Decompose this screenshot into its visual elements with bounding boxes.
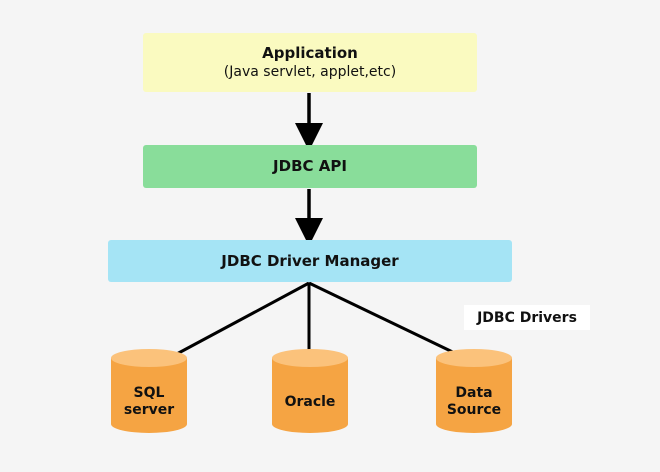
line-to-sql-server — [172, 281, 310, 358]
database-data-source: Data Source — [435, 348, 513, 434]
line-to-data-source — [308, 281, 462, 358]
database-label: Oracle — [284, 393, 336, 410]
database-sql-server: SQL server — [110, 348, 188, 434]
database-cylinder-icon — [111, 349, 187, 433]
driver-manager-box: JDBC Driver Manager — [108, 240, 512, 282]
jdbc-api-box: JDBC API — [143, 145, 477, 188]
database-label: Data Source — [446, 385, 502, 418]
database-cylinder-icon — [436, 349, 512, 433]
jdbc-drivers-label: JDBC Drivers — [464, 305, 590, 330]
database-label: SQL server — [123, 385, 175, 418]
application-box: Application (Java servlet, applet,etc) — [143, 33, 477, 92]
jdbc-api-title: JDBC API — [273, 157, 347, 175]
application-title: Application — [262, 44, 358, 62]
application-subtitle: (Java servlet, applet,etc) — [223, 64, 397, 80]
database-cylinder-icon — [272, 349, 348, 433]
database-oracle: Oracle — [271, 348, 349, 434]
driver-manager-title: JDBC Driver Manager — [221, 251, 399, 270]
